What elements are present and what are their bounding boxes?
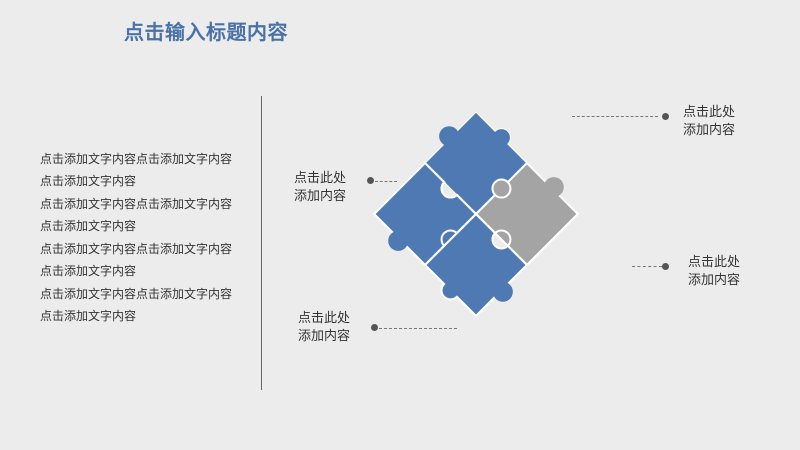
body-paragraph-4: 点击添加文字内容点击添加文字内容点击添加文字内容 — [40, 287, 233, 323]
puzzle-knob-bottom — [388, 230, 409, 251]
connector-dot-right — [662, 263, 669, 270]
puzzle-knob-top — [543, 177, 564, 198]
callout-left-line2: 添加内容 — [294, 189, 347, 204]
body-paragraph-1: 点击添加文字内容点击添加文字内容点击添加文字内容 — [40, 152, 233, 188]
connector-top-right — [572, 116, 658, 117]
callout-top-right-line2: 添加内容 — [683, 123, 736, 138]
callout-bottom-left-line2: 添加内容 — [298, 329, 351, 344]
body-paragraph-3: 点击添加文字内容点击添加文字内容点击添加文字内容 — [40, 242, 233, 278]
body-paragraph-2: 点击添加文字内容点击添加文字内容点击添加文字内容 — [40, 197, 233, 233]
connector-dot-bottom-left — [371, 324, 378, 331]
callout-right[interactable]: 点击此处 添加内容 — [688, 254, 740, 290]
vertical-divider — [261, 96, 262, 390]
connector-bottom-left — [379, 328, 457, 329]
callout-top-right[interactable]: 点击此处 添加内容 — [683, 104, 735, 140]
slide-title[interactable]: 点击输入标题内容 — [124, 20, 288, 44]
connector-dot-left — [367, 177, 374, 184]
callout-right-line1: 点击此处 — [688, 255, 741, 270]
callout-top-right-line1: 点击此处 — [683, 105, 736, 120]
callout-bottom-left-line1: 点击此处 — [298, 311, 351, 326]
puzzle-knob-left — [439, 126, 460, 147]
body-text-block[interactable]: 点击添加文字内容点击添加文字内容点击添加文字内容 点击添加文字内容点击添加文字内… — [40, 148, 240, 328]
connector-left — [375, 181, 397, 182]
callout-bottom-left[interactable]: 点击此处 添加内容 — [298, 310, 350, 346]
callout-right-line2: 添加内容 — [688, 273, 741, 288]
callout-left[interactable]: 点击此处 添加内容 — [294, 170, 346, 206]
connector-dot-top-right — [662, 113, 669, 120]
puzzle-knob-right — [492, 281, 513, 302]
connector-right — [632, 266, 662, 267]
callout-left-line1: 点击此处 — [294, 171, 347, 186]
puzzle-seam-horizontal — [424, 162, 528, 266]
